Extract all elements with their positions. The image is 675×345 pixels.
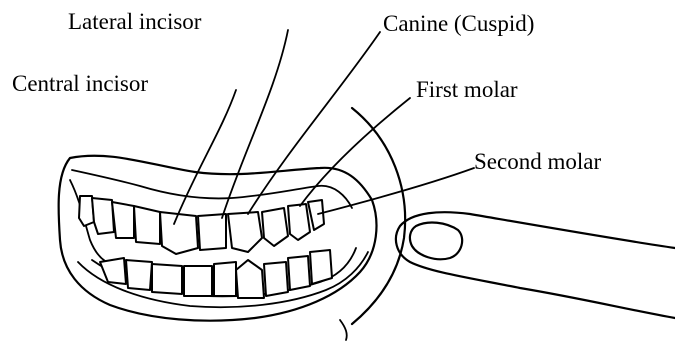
label-central-incisor: Central incisor (12, 72, 148, 95)
tooth-lower-7 (288, 256, 310, 290)
leader-second-molar (318, 168, 474, 214)
leader-lines (174, 30, 474, 224)
tooth-upper-lateral (198, 214, 226, 250)
upper-teeth (79, 196, 324, 254)
tooth-upper-premolar (262, 208, 288, 246)
leader-first-molar (300, 98, 410, 206)
tooth-upper-canine (228, 212, 262, 252)
finger (396, 212, 675, 318)
label-second-molar: Second molar (474, 150, 601, 173)
tooth-lower-3 (152, 264, 182, 294)
tooth-upper-central-r (160, 212, 198, 254)
tooth-lower-5 (214, 262, 236, 296)
label-canine: Canine (Cuspid) (383, 12, 534, 35)
tooth-upper-3 (112, 202, 134, 238)
tooth-upper-2 (92, 198, 114, 234)
finger-outline (396, 212, 675, 318)
label-first-molar: First molar (416, 78, 518, 101)
tooth-upper-central-l (134, 206, 160, 244)
lower-teeth (100, 250, 332, 298)
tooth-upper-first-molar (288, 204, 310, 240)
label-lateral-incisor: Lateral incisor (68, 10, 201, 33)
tooth-lower-4 (184, 266, 212, 296)
cheek-curve-inner (340, 320, 347, 340)
tooth-lower-1 (100, 258, 126, 284)
leader-lateral (222, 30, 288, 218)
tooth-lower-6 (264, 262, 288, 296)
tooth-lower-canine (236, 260, 264, 298)
tooth-lower-8 (310, 250, 332, 284)
tooth-upper-second-molar (308, 200, 324, 230)
tooth-lower-2 (126, 260, 152, 290)
fingernail (410, 223, 462, 260)
